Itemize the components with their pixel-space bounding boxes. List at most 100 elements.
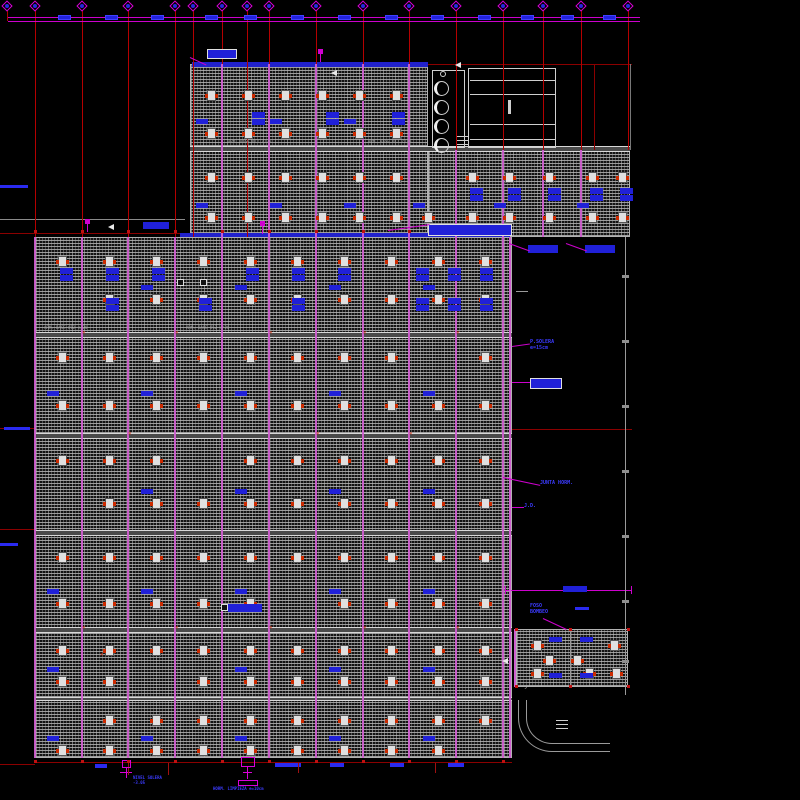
right-tick-4 xyxy=(622,470,629,473)
red-x-marker: ✕ xyxy=(456,624,460,631)
stair-right-edge xyxy=(630,64,631,150)
dim-tick xyxy=(221,760,224,763)
column-label xyxy=(329,736,341,741)
floor-band xyxy=(35,697,512,701)
column-label-stack xyxy=(508,188,521,194)
column-symbol xyxy=(432,294,445,305)
column-label-stack xyxy=(199,298,212,304)
dimension-line xyxy=(8,17,640,18)
dimension-box xyxy=(105,15,118,20)
leader-line xyxy=(511,343,530,347)
column-label xyxy=(494,203,506,208)
column-label xyxy=(235,736,247,741)
column-symbol xyxy=(338,745,351,756)
dim-tick xyxy=(455,760,458,763)
column-symbol xyxy=(385,294,398,305)
column-label-stack xyxy=(548,188,561,194)
right-tick-6 xyxy=(622,600,629,603)
column-label-stack xyxy=(620,195,633,201)
grid-line-vertical xyxy=(581,11,582,150)
column-label-stack xyxy=(392,119,405,125)
floor-band xyxy=(35,332,512,338)
column-label-stack xyxy=(448,305,461,311)
grid-bubble-dot xyxy=(126,4,130,8)
red-corner-dot xyxy=(627,628,630,631)
column-symbol xyxy=(103,645,116,656)
column-label xyxy=(141,489,153,494)
column-symbol xyxy=(103,455,116,466)
column-symbol xyxy=(205,90,218,101)
column-symbol xyxy=(432,400,445,411)
grid-bubble-dot xyxy=(173,4,177,8)
column-symbol xyxy=(103,745,116,756)
column-symbol xyxy=(479,552,492,563)
right-label-box-3 xyxy=(530,378,562,389)
grid-line-vertical xyxy=(127,237,129,758)
column-symbol xyxy=(316,90,329,101)
column-symbol xyxy=(56,400,69,411)
grid-line-vertical xyxy=(362,64,364,758)
floor-band xyxy=(35,433,512,439)
grid-line-vertical xyxy=(193,11,194,237)
red-corner-dot xyxy=(569,685,572,688)
column-symbol xyxy=(244,715,257,726)
column-symbol xyxy=(244,676,257,687)
right-gray-dash xyxy=(516,291,528,292)
column-symbol xyxy=(531,668,544,679)
column-symbol xyxy=(385,645,398,656)
column-symbol xyxy=(503,212,516,223)
grid-line-vertical xyxy=(316,11,317,64)
red-x-marker: ✕ xyxy=(409,430,413,437)
column-symbol xyxy=(197,400,210,411)
column-symbol xyxy=(432,552,445,563)
column-symbol xyxy=(279,172,292,183)
column-label-stack xyxy=(60,275,73,281)
right-gray-vline xyxy=(625,237,626,695)
flag-marker xyxy=(260,221,265,234)
column-label-stack xyxy=(448,268,461,274)
grid-line-vertical xyxy=(7,11,8,21)
column-symbol xyxy=(390,128,403,139)
stair-circle xyxy=(434,81,449,96)
dimension-box xyxy=(431,15,444,20)
column-symbol xyxy=(338,645,351,656)
column-label-stack xyxy=(338,275,351,281)
upper-top-blue-strip xyxy=(192,62,428,67)
column-symbol xyxy=(479,256,492,267)
column-symbol xyxy=(279,212,292,223)
column-label-stack xyxy=(470,188,483,194)
column-symbol xyxy=(242,128,255,139)
grid-line-vertical xyxy=(456,11,457,150)
column-symbol xyxy=(197,745,210,756)
column-symbol xyxy=(56,256,69,267)
column-label-stack xyxy=(590,195,603,201)
annex-label xyxy=(549,637,562,642)
red-x-marker: ✕ xyxy=(128,430,132,437)
grid-bubble-dot xyxy=(541,4,545,8)
column-symbol xyxy=(338,256,351,267)
column-symbol xyxy=(432,715,445,726)
column-symbol xyxy=(244,498,257,509)
column-symbol xyxy=(291,745,304,756)
column-symbol xyxy=(242,172,255,183)
column-symbol xyxy=(197,598,210,609)
grid-line-vertical xyxy=(82,11,83,237)
column-label-stack xyxy=(252,119,265,125)
column-label xyxy=(47,667,59,672)
column-symbol xyxy=(422,212,435,223)
red-x-marker: ✕ xyxy=(82,624,86,631)
column-symbol xyxy=(385,676,398,687)
right-tick-1 xyxy=(622,275,629,278)
column-symbol xyxy=(385,455,398,466)
stair-rect xyxy=(468,68,556,148)
column-label-stack xyxy=(470,195,483,201)
column-label-stack xyxy=(590,188,603,194)
column-label xyxy=(423,589,435,594)
grid-line-vertical xyxy=(628,11,629,150)
dimension-box xyxy=(385,15,398,20)
red-x-marker: ✕ xyxy=(269,624,273,631)
column-symbol xyxy=(150,400,163,411)
column-label-stack xyxy=(152,275,165,281)
column-symbol xyxy=(244,400,257,411)
